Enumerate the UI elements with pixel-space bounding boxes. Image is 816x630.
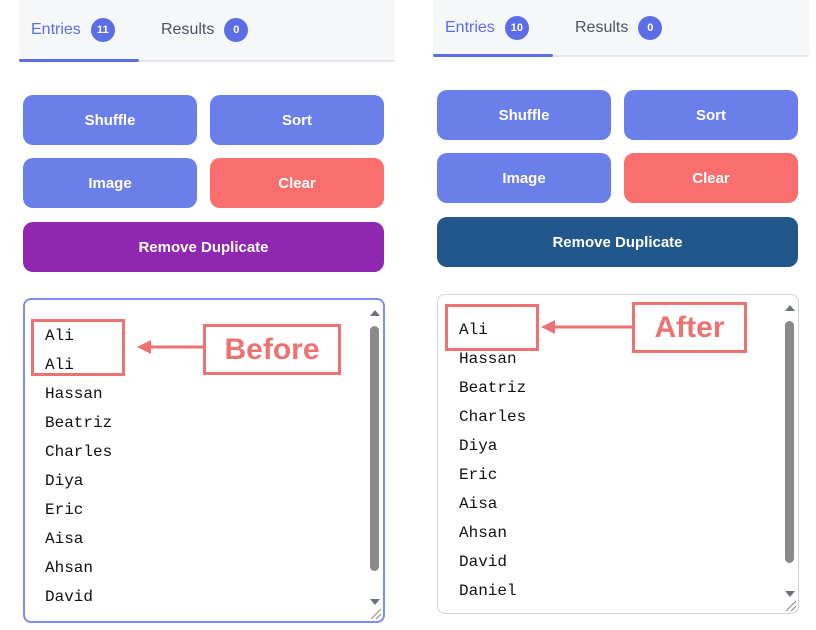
shuffle-button[interactable]: Shuffle [23,95,197,145]
list-item: Hassan [459,350,517,368]
scroll-up-icon[interactable] [785,305,795,311]
tab-entries-label: Entries [445,18,495,36]
after-annotation-label: After [632,302,747,353]
remove-duplicate-button[interactable]: Remove Duplicate [23,222,384,272]
list-item: Eric [45,501,84,519]
tab-entries-label: Entries [31,21,81,38]
remove-duplicate-button[interactable]: Remove Duplicate [437,217,798,267]
tab-entries[interactable]: Entries 10 [433,0,553,57]
image-button[interactable]: Image [437,153,611,203]
duplicate-highlight-box [31,319,125,376]
list-item: Aisa [459,495,498,513]
tab-results-label: Results [575,18,629,36]
list-item: Charles [459,408,527,426]
entries-count-badge: 11 [90,18,115,42]
scrollbar-thumb[interactable] [370,326,379,571]
results-count-badge: 0 [224,18,249,42]
list-item: Ahsan [459,524,508,542]
shuffle-button[interactable]: Shuffle [437,90,611,140]
list-item: Ali [45,356,74,374]
tab-bar: Entries 11 Results 0 [19,0,395,62]
resize-handle-icon[interactable] [783,598,797,612]
before-annotation-label: Before [203,324,341,375]
unique-entry-highlight-box [445,304,539,351]
clear-button[interactable]: Clear [210,158,384,208]
list-item: Eric [459,466,498,484]
scroll-down-icon[interactable] [370,599,380,605]
scrollbar-thumb[interactable] [785,321,794,563]
tab-results[interactable]: Results 0 [563,0,675,55]
resize-handle-icon[interactable] [368,606,382,620]
clear-button[interactable]: Clear [624,153,798,203]
image-button[interactable]: Image [23,158,197,208]
list-item: Aisa [45,530,84,548]
tab-results-label: Results [161,21,215,38]
list-item: Ali [45,327,74,345]
before-panel: Entries 11 Results 0 Shuffle Sort Image … [19,0,395,630]
list-item: Ahsan [45,559,94,577]
list-item: David [459,553,508,571]
arrow-left-icon [541,320,633,334]
scrollbar[interactable] [782,299,796,597]
scrollbar[interactable] [367,304,381,605]
tab-bar: Entries 10 Results 0 [433,0,809,57]
sort-button[interactable]: Sort [624,90,798,140]
list-item: Ali [459,321,488,339]
tab-results[interactable]: Results 0 [149,0,261,60]
list-item: Diya [45,472,84,490]
list-item: Charles [45,443,113,461]
scroll-down-icon[interactable] [785,591,795,597]
entries-count-badge: 10 [504,15,530,40]
list-item: Beatriz [459,379,527,397]
list-item: Diya [459,437,498,455]
list-item: David [45,588,94,606]
list-item: Hassan [45,385,103,403]
scroll-up-icon[interactable] [370,310,380,316]
after-panel: Entries 10 Results 0 Shuffle Sort Image … [433,0,809,630]
sort-button[interactable]: Sort [210,95,384,145]
tab-entries[interactable]: Entries 11 [19,0,139,62]
results-count-badge: 0 [638,15,663,40]
list-item: Daniel [459,582,517,600]
list-item: Beatriz [45,414,113,432]
